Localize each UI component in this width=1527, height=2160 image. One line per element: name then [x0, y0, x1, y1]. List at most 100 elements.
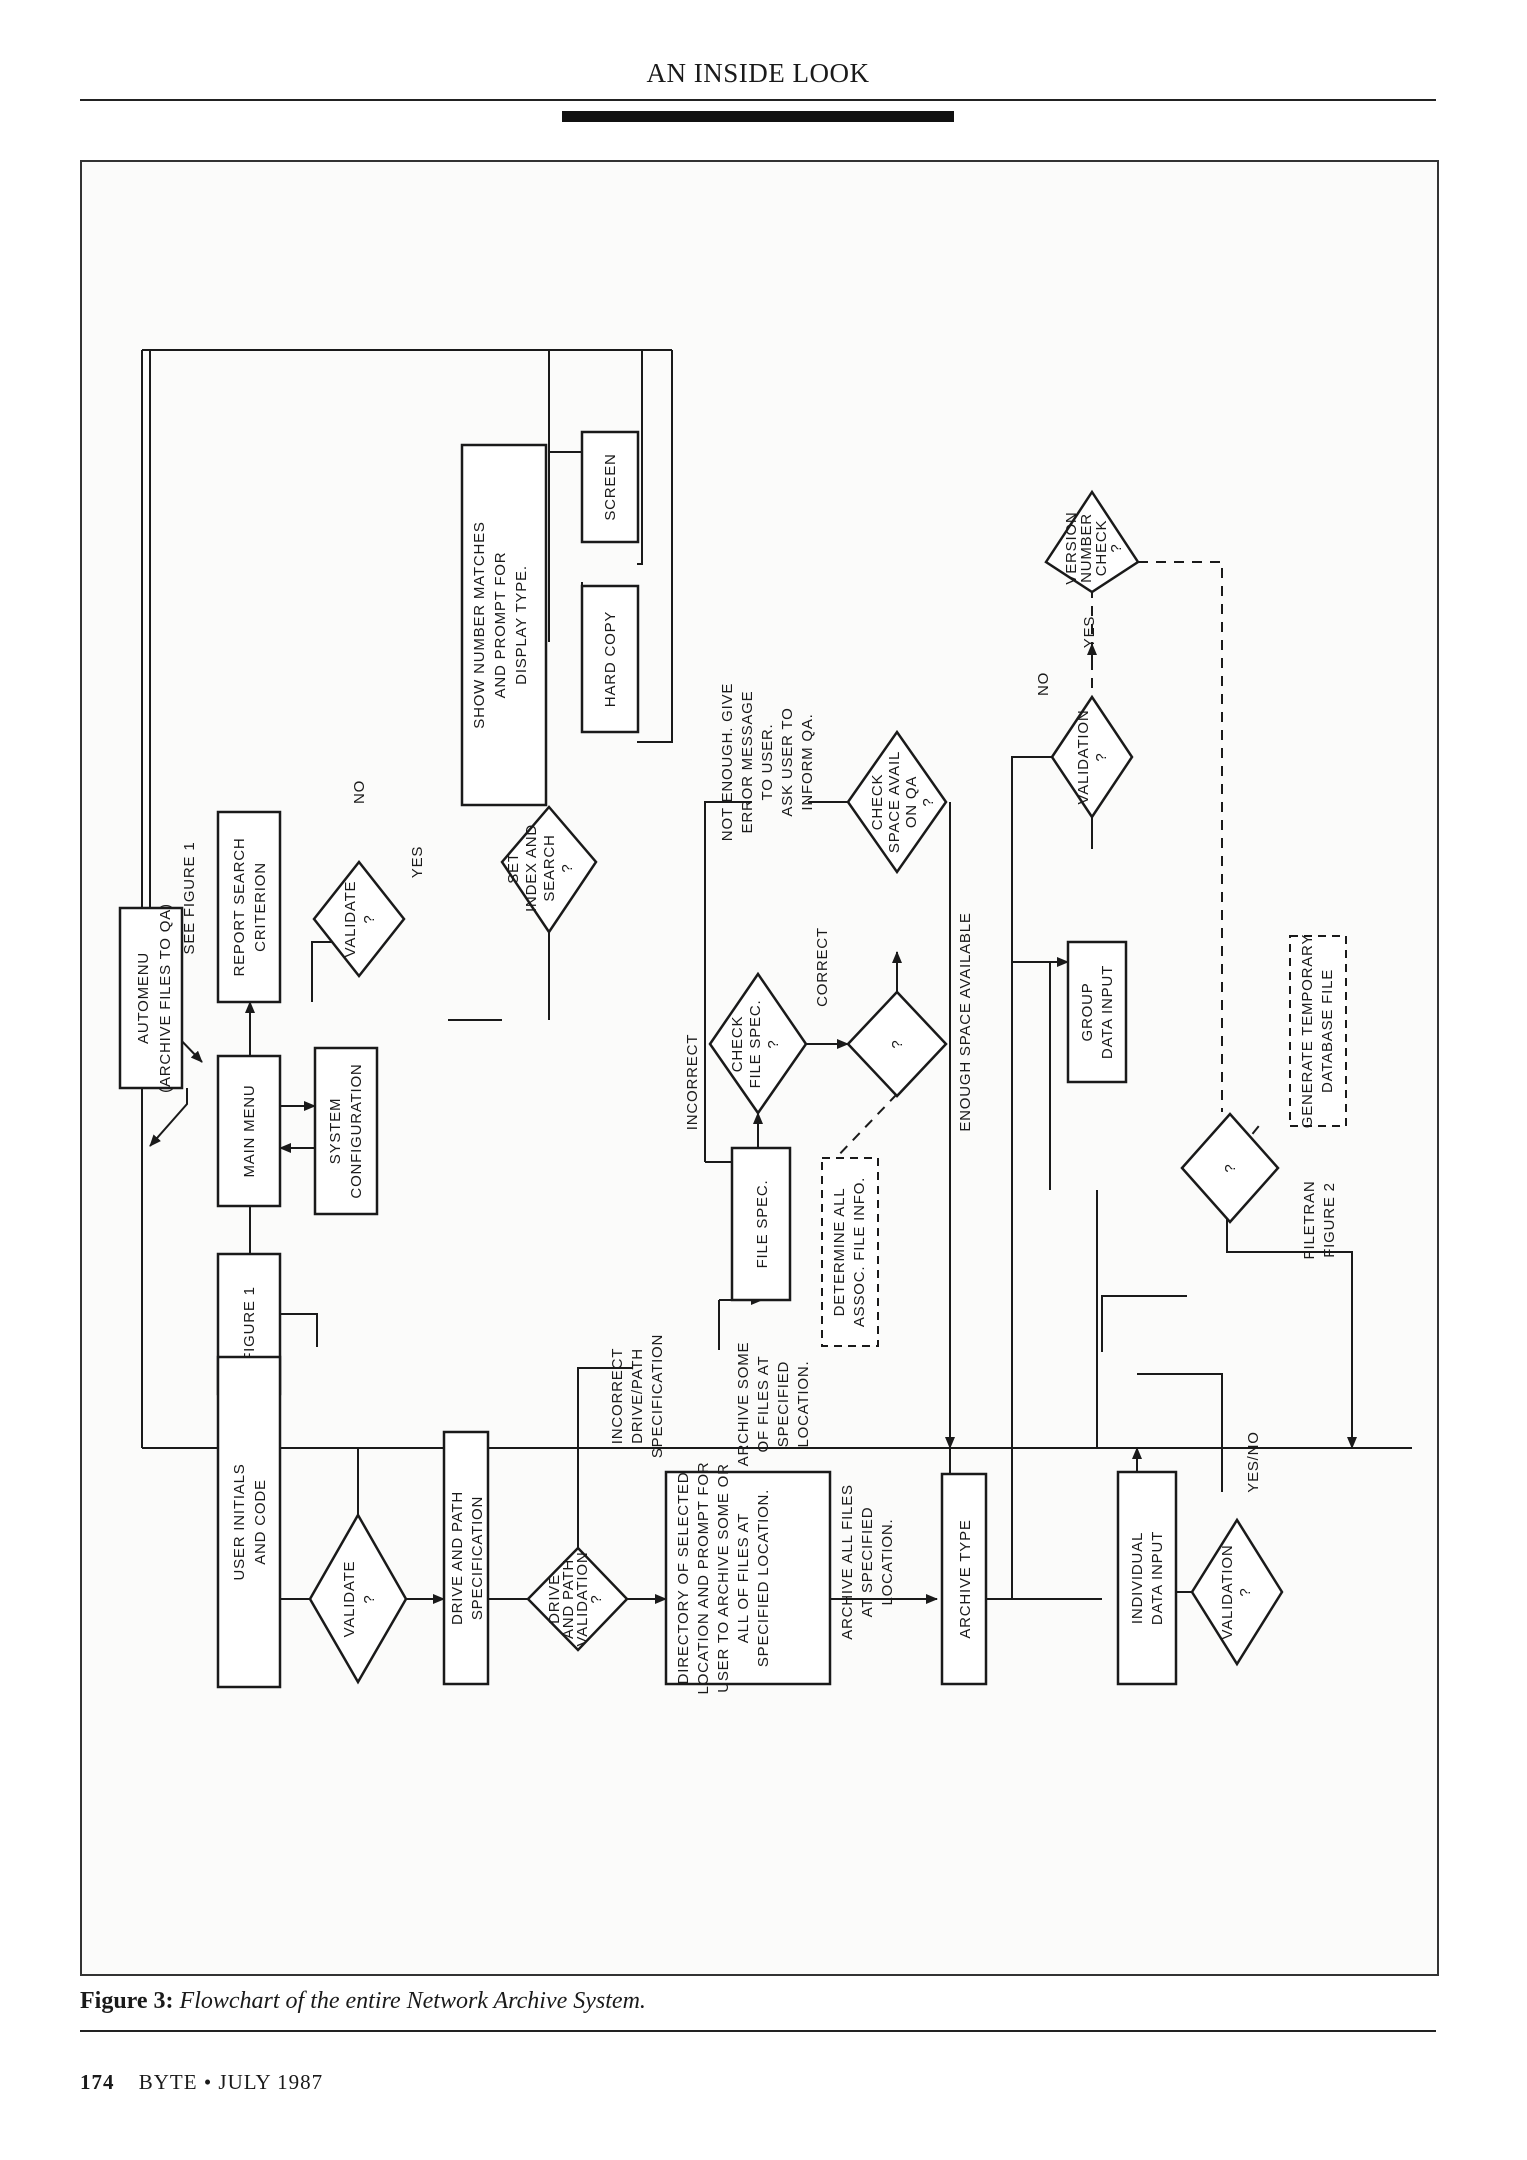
user-initials-box: USER INITIALS AND CODE	[216, 1355, 282, 1689]
see-figure1-label: SEE FIGURE 1	[181, 842, 198, 955]
version-check-line4: ?	[1108, 543, 1125, 552]
directory-line1: DIRECTORY OF SELECTED	[675, 1472, 692, 1685]
group-data-box: GROUP DATA INPUT	[1066, 940, 1128, 1084]
svg-text:OF FILES AT: OF FILES AT	[755, 1356, 772, 1453]
validate-left-line1: VALIDATE	[341, 1561, 358, 1638]
set-index-line4: ?	[559, 863, 576, 872]
svg-text:ERROR MESSAGE: ERROR MESSAGE	[739, 691, 756, 834]
show-number-line1: SHOW NUMBER MATCHES	[471, 521, 488, 728]
svg-text:LOCATION.: LOCATION.	[879, 1519, 896, 1606]
svg-text:AT SPECIFIED: AT SPECIFIED	[859, 1507, 876, 1618]
question-right-label: ?	[1222, 1163, 1239, 1172]
hard-copy-label: HARD COPY	[602, 611, 619, 707]
validation-group-line1: VALIDATION	[1075, 710, 1092, 805]
caption-text: Flowchart of the entire Network Archive …	[179, 1988, 646, 2014]
incorrect-drive-label: INCORRECT DRIVE/PATH SPECIFICATION	[609, 1334, 666, 1458]
drive-validation-line1: DRIVE	[546, 1574, 563, 1624]
validation-ind-line2: ?	[1237, 1587, 1254, 1596]
check-file-spec-line1: CHECK	[729, 1016, 746, 1073]
question-mid-diamond: ?	[846, 990, 948, 1098]
check-file-spec-diamond: CHECK FILE SPEC. ?	[708, 971, 808, 1116]
determine-all-line1: DETERMINE ALL	[831, 1188, 848, 1317]
check-file-spec-line3: ?	[765, 1039, 782, 1048]
no-top-label: NO	[351, 780, 368, 804]
figure1-box-label: FIGURE 1	[241, 1286, 258, 1362]
page-number: 174	[80, 2070, 115, 2094]
question-mid-label: ?	[889, 1039, 906, 1048]
check-space-line1: CHECK	[869, 774, 886, 831]
header-thick-bar	[562, 111, 954, 122]
check-file-spec-line2: FILE SPEC.	[747, 1000, 764, 1089]
individual-data-box: INDIVIDUAL DATA INPUT	[1116, 1470, 1178, 1686]
set-index-line2: INDEX AND	[523, 824, 540, 912]
drive-validation-line3: VALIDATION	[574, 1552, 591, 1647]
report-search-line2: CRITERION	[252, 862, 269, 952]
figure-frame: AUTOMENU (ARCHIVE FILES TO QA) SEE FIGUR…	[80, 160, 1439, 1976]
generate-temp-box: GENERATE TEMPORARY DATABASE FILE	[1289, 934, 1347, 1128]
svg-text:SPECIFIED: SPECIFIED	[775, 1361, 792, 1447]
individual-data-line2: DATA INPUT	[1149, 1531, 1166, 1625]
page-footer: 174 BYTE • JULY 1987	[80, 2070, 323, 2095]
system-config-line2: CONFIGURATION	[348, 1063, 365, 1198]
no-group-label: NO	[1035, 672, 1052, 696]
user-initials-line1: USER INITIALS	[231, 1463, 248, 1580]
footer-rule	[80, 2030, 1436, 2032]
flowchart-diagram: AUTOMENU (ARCHIVE FILES TO QA) SEE FIGUR…	[118, 349, 1412, 1695]
determine-all-box: DETERMINE ALL ASSOC. FILE INFO.	[821, 1157, 879, 1347]
validation-group-diamond: VALIDATION ?	[1050, 694, 1134, 820]
validate-top-line1: VALIDATE	[342, 881, 359, 958]
validation-ind-line1: VALIDATION	[1219, 1545, 1236, 1640]
directory-line4: ALL OF FILES AT	[735, 1513, 752, 1643]
directory-line2: LOCATION AND PROMPT FOR	[695, 1462, 712, 1695]
screen-box: SCREEN	[580, 430, 640, 544]
check-space-line2: SPACE AVAIL	[886, 751, 903, 853]
validation-group-line2: ?	[1093, 752, 1110, 761]
show-number-line3: DISPLAY TYPE.	[513, 565, 530, 685]
correct-label: CORRECT	[814, 927, 831, 1007]
set-index-line3: SEARCH	[541, 834, 558, 901]
version-check-line1: VERSION	[1063, 511, 1080, 584]
incorrect-label: INCORRECT	[684, 1034, 701, 1130]
set-index-diamond: SET INDEX AND SEARCH ?	[500, 805, 598, 935]
question-right-diamond: ?	[1180, 1112, 1280, 1224]
file-spec-box: FILE SPEC.	[730, 1146, 792, 1302]
system-config-line1: SYSTEM	[327, 1098, 344, 1164]
running-header: AN INSIDE LOOK	[646, 58, 870, 88]
yes-no-label: YES/NO	[1245, 1431, 1262, 1492]
directory-line3: USER TO ARCHIVE SOME OR	[715, 1463, 732, 1693]
svg-text:LOCATION.: LOCATION.	[795, 1361, 812, 1448]
drive-path-box: DRIVE AND PATH SPECIFICATION	[442, 1430, 490, 1686]
system-config-box: SYSTEM CONFIGURATION	[313, 1046, 379, 1216]
individual-data-line1: INDIVIDUAL	[1129, 1532, 1146, 1624]
svg-text:ASK USER TO: ASK USER TO	[779, 707, 796, 816]
filetran-label: FILETRAN FIGURE 2	[1301, 1181, 1338, 1260]
check-space-line3: ON QA	[903, 776, 920, 828]
archive-all-label: ARCHIVE ALL FILES AT SPECIFIED LOCATION.	[839, 1484, 896, 1640]
drive-path-line2: SPECIFICATION	[469, 1496, 486, 1620]
main-menu-box: MAIN MENU	[216, 1054, 282, 1208]
file-spec-label: FILE SPEC.	[754, 1180, 771, 1269]
archive-type-label: ARCHIVE TYPE	[957, 1519, 974, 1638]
magazine-issue: BYTE • JULY 1987	[138, 2070, 324, 2094]
header-rule	[80, 99, 1436, 101]
svg-text:FILETRAN: FILETRAN	[1301, 1181, 1318, 1260]
show-number-box: SHOW NUMBER MATCHES AND PROMPT FOR DISPL…	[460, 443, 548, 807]
svg-text:NOT ENOUGH. GIVE: NOT ENOUGH. GIVE	[719, 683, 736, 841]
group-data-line2: DATA INPUT	[1099, 965, 1116, 1059]
validate-top-line2: ?	[361, 914, 378, 923]
group-data-line1: GROUP	[1079, 982, 1096, 1041]
validate-top-diamond: VALIDATE ?	[312, 859, 406, 979]
version-check-line2: NUMBER	[1078, 513, 1095, 583]
validate-left-diamond: VALIDATE ?	[308, 1512, 408, 1685]
generate-temp-line1: GENERATE TEMPORARY	[1299, 934, 1316, 1128]
not-enough-label: NOT ENOUGH. GIVE ERROR MESSAGE TO USER. …	[719, 683, 816, 841]
report-search-line1: REPORT SEARCH	[231, 837, 248, 976]
validate-left-line2: ?	[361, 1594, 378, 1603]
generate-temp-line2: DATABASE FILE	[1319, 969, 1336, 1093]
automenu-label-line1: AUTOMENU	[135, 952, 152, 1044]
show-number-line2: AND PROMPT FOR	[492, 552, 509, 699]
enough-space-label: ENOUGH SPACE AVAILABLE	[957, 912, 974, 1131]
figure-caption: Figure 3: Flowchart of the entire Networ…	[80, 1988, 1436, 2015]
svg-text:DRIVE/PATH: DRIVE/PATH	[629, 1348, 646, 1444]
svg-text:ARCHIVE SOME: ARCHIVE SOME	[735, 1342, 752, 1467]
